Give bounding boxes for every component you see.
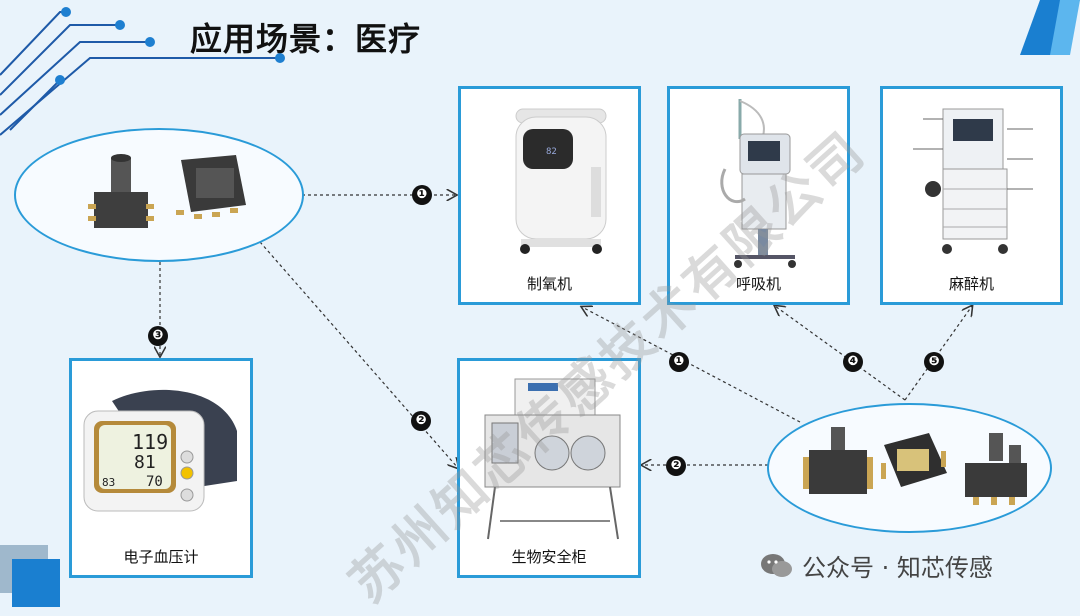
device-box-bp-monitor: 119 81 83 70 电子血压计 (69, 358, 253, 578)
bp-diastolic-value: 81 (134, 452, 156, 473)
device-box-anesthesia-machine: 麻醉机 (880, 86, 1063, 305)
ventilator-icon (720, 99, 796, 268)
bp-pulse-value: 70 (146, 474, 163, 490)
anesthesia-machine-icon (913, 108, 1033, 254)
corner-squares-bottom (0, 545, 60, 607)
sensor-group-right (767, 403, 1052, 533)
footer-text: 公众号 · 知芯传感 (802, 554, 993, 582)
device-label-biosafety-cabinet: 生物安全柜 (511, 548, 587, 566)
device-label-anesthesia-machine: 麻醉机 (948, 275, 994, 293)
device-box-oxygen-concentrator: 82 制氧机 (458, 86, 641, 305)
wechat-footer: 公众号 · 知芯传感 (760, 548, 993, 583)
device-box-biosafety-cabinet: 生物安全柜 (457, 358, 641, 578)
device-label-bp-monitor: 电子血压计 (123, 548, 199, 566)
device-label-ventilator: 呼吸机 (735, 275, 781, 293)
biosafety-cabinet-icon (484, 378, 621, 540)
bp-left-value: 83 (102, 476, 115, 489)
sensor-group-left (14, 128, 304, 262)
pressure-sensor-icon (88, 154, 246, 228)
marker-1-top: ❶ (412, 185, 432, 205)
marker-2-right: ❷ (666, 456, 686, 476)
bp-systolic-value: 119 (132, 430, 168, 454)
blood-pressure-monitor-icon: 119 81 83 70 (83, 389, 237, 512)
wechat-icon (761, 553, 792, 577)
svg-text:82: 82 (546, 147, 557, 157)
marker-5: ❺ (924, 352, 944, 372)
marker-2-left: ❷ (411, 411, 431, 431)
pressure-sensor-icon (803, 427, 1027, 505)
device-box-ventilator: 呼吸机 (667, 86, 850, 305)
oxygen-concentrator-icon: 82 (515, 108, 607, 254)
marker-4: ❹ (843, 352, 863, 372)
marker-1-right: ❶ (669, 352, 689, 372)
page-title: 应用场景：医疗 (190, 20, 422, 58)
corner-stripes-top (1020, 0, 1080, 55)
marker-3: ❸ (148, 326, 168, 346)
device-label-oxygen-concentrator: 制氧机 (526, 275, 572, 293)
